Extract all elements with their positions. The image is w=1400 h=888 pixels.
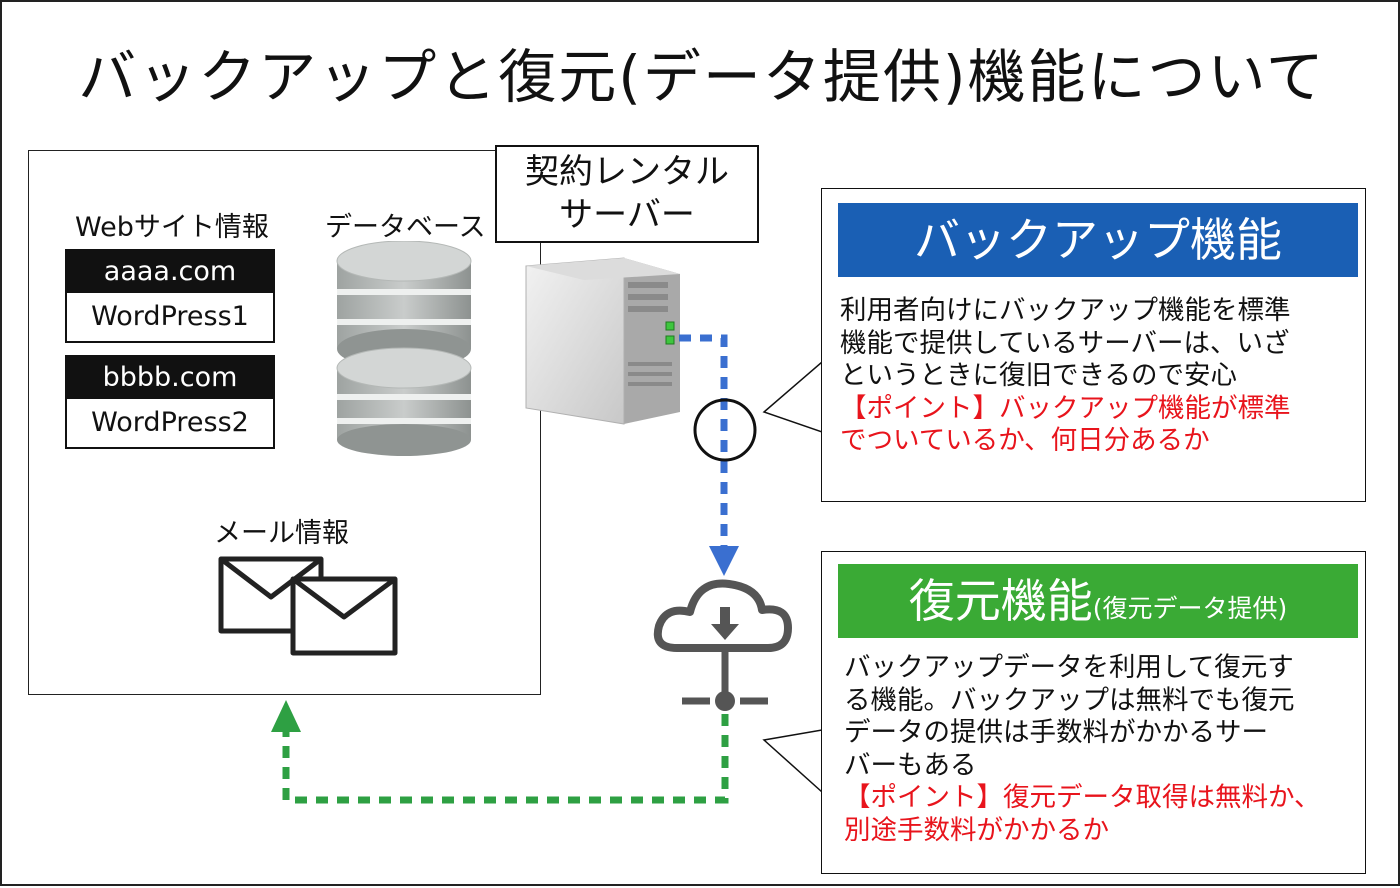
site-data-panel: Webサイト情報 データベース aaaa.com WordPress1 bbbb…: [28, 150, 541, 695]
server-label-line1: 契約レンタル: [525, 152, 729, 192]
restore-callout: 復元機能(復元データ提供) バックアップデータを利用して復元す る機能。バックア…: [821, 551, 1366, 874]
restore-heading-sub: (復元データ提供): [1092, 594, 1288, 623]
database-label: データベース: [325, 212, 486, 243]
restore-heading-main: 復元機能: [908, 574, 1093, 628]
site-domain: aaaa.com: [67, 251, 273, 293]
site-cms: WordPress2: [91, 407, 249, 438]
restore-line: データの提供は手数料がかかるサー: [844, 717, 1268, 748]
server-label: 契約レンタル サーバー: [495, 145, 759, 243]
restore-description: バックアップデータを利用して復元す る機能。バックアップは無料でも復元 データの…: [844, 652, 1359, 847]
site-cms: WordPress1: [91, 301, 249, 332]
backup-line: 機能で提供しているサーバーは、いざ: [840, 327, 1290, 359]
restore-point-line: 【ポイント】復元データ取得は無料か、: [844, 782, 1321, 813]
server-tower-icon: [525, 257, 680, 425]
site-domain: bbbb.com: [67, 357, 273, 399]
backup-point-line: 【ポイント】バックアップ機能が標準: [840, 392, 1291, 424]
restore-line: バーもある: [844, 749, 977, 781]
restore-line: る機能。バックアップは無料でも復元: [844, 684, 1295, 716]
envelope-icon: [218, 556, 398, 656]
backup-heading: バックアップ機能: [838, 203, 1358, 277]
restore-callout-pointer: [762, 729, 823, 794]
restore-line: バックアップデータを利用して復元す: [844, 652, 1294, 683]
backup-callout-pointer: [762, 360, 823, 434]
backup-point-line: でついているか、何日分あるか: [840, 425, 1210, 456]
mail-label: メール情報: [214, 518, 349, 549]
database-icon: [336, 241, 472, 456]
restore-flow-arrow: [271, 700, 729, 804]
website-label: Webサイト情報: [75, 212, 269, 243]
backup-description: 利用者向けにバックアップ機能を標準 機能で提供しているサーバーは、いざ というと…: [840, 295, 1360, 458]
backup-line: 利用者向けにバックアップ機能を標準: [840, 295, 1291, 326]
site-card-2: bbbb.com WordPress2: [65, 355, 275, 449]
restore-point-line: 別途手数料がかかるか: [844, 814, 1109, 846]
backup-line: というときに復旧できるので安心: [840, 360, 1237, 391]
backup-point-marker: [693, 398, 757, 462]
site-card-1: aaaa.com WordPress1: [65, 249, 275, 343]
restore-heading: 復元機能(復元データ提供): [838, 564, 1358, 638]
cloud-download-icon: [653, 579, 792, 652]
backup-callout: バックアップ機能 利用者向けにバックアップ機能を標準 機能で提供しているサーバー…: [821, 188, 1366, 502]
network-node-icon: [682, 652, 768, 711]
page-title: バックアップと復元(データ提供)機能について: [78, 43, 1326, 111]
backup-flow-arrow: [679, 334, 739, 576]
server-label-line2: サーバー: [559, 195, 695, 235]
